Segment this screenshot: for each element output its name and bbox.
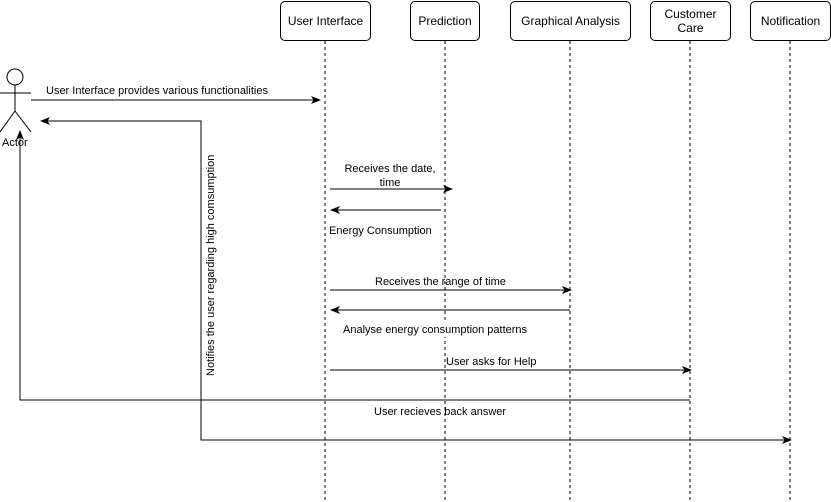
participant-graphical-analysis: Graphical Analysis — [510, 1, 631, 41]
msg-notifies-actor-arrow — [40, 117, 202, 270]
participant-notification: Notification — [750, 1, 831, 41]
actor-label: Actor — [2, 137, 28, 149]
msg-energy-consumption-label: Energy Consumption — [329, 224, 432, 238]
msg-user-answer-arrow — [16, 130, 690, 401]
actor-figure — [0, 68, 32, 133]
msg-analyse-patterns-label: Analyse energy consumption patterns — [343, 323, 528, 337]
msg-receives-range-label: Receives the range of time — [375, 276, 506, 288]
msg-user-answer-label: User recieves back answer — [374, 406, 507, 418]
msg-receives-date-label: Receives the date, time — [344, 163, 436, 189]
msg-ui-provides-label: User Interface provides various function… — [46, 85, 268, 97]
msg-notifies-user-label: Notifies the user regarding high comsump… — [205, 154, 217, 376]
participant-customer-care: Customer Care — [650, 1, 731, 41]
msg-user-help-label: User asks for Help — [446, 356, 537, 368]
participant-prediction: Prediction — [410, 1, 480, 41]
msg-notification-arrow — [200, 270, 792, 444]
participant-user-interface: User Interface — [280, 1, 371, 41]
